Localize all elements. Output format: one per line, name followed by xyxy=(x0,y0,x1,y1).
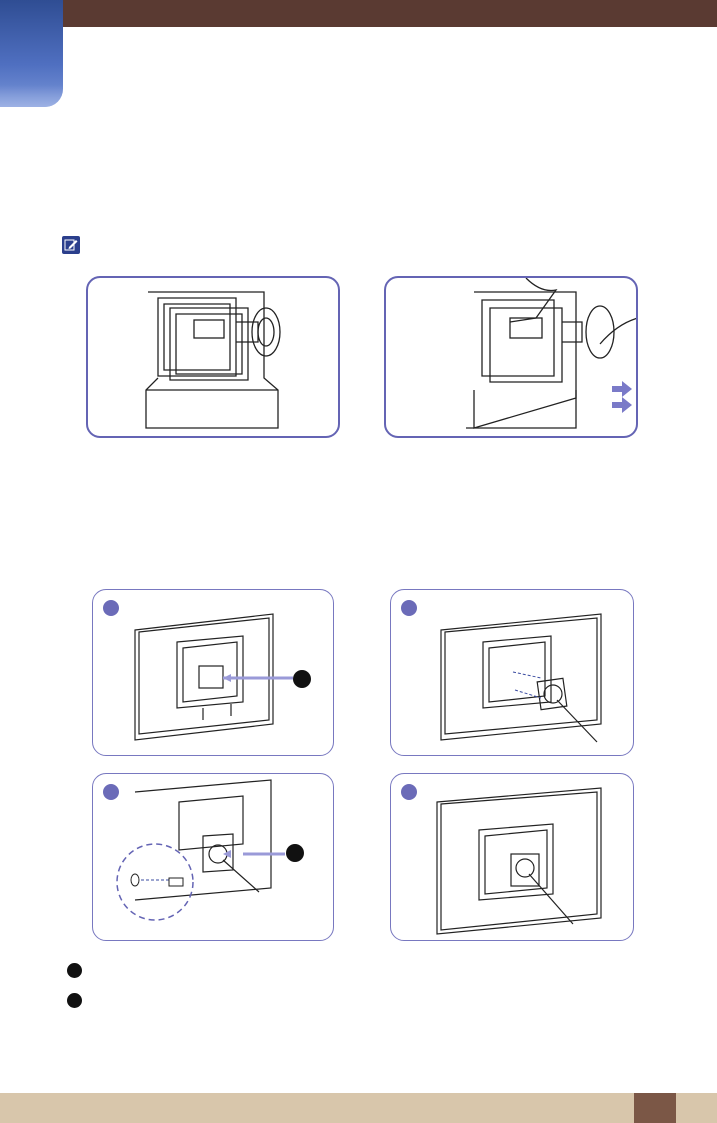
callout-marker-1 xyxy=(293,670,311,688)
legend-marker-2 xyxy=(67,993,82,1008)
chapter-tab xyxy=(0,0,63,107)
figure-remove-stand xyxy=(384,276,638,438)
step-marker-a xyxy=(103,600,119,616)
footer-bar xyxy=(0,1093,717,1123)
step-marker-c xyxy=(103,784,119,800)
figure-step-c xyxy=(92,773,334,941)
legend-marker-1 xyxy=(67,963,82,978)
figure-step-b xyxy=(390,589,634,756)
step-marker-d xyxy=(401,784,417,800)
figure-step-a xyxy=(92,589,334,756)
page-number-tab xyxy=(634,1093,676,1123)
figure-step-d xyxy=(390,773,634,941)
note-pencil-icon xyxy=(62,236,80,254)
figure-monitor-on-box xyxy=(86,276,340,438)
header-bar xyxy=(0,0,717,27)
step-marker-b xyxy=(401,600,417,616)
callout-marker-2 xyxy=(286,844,304,862)
